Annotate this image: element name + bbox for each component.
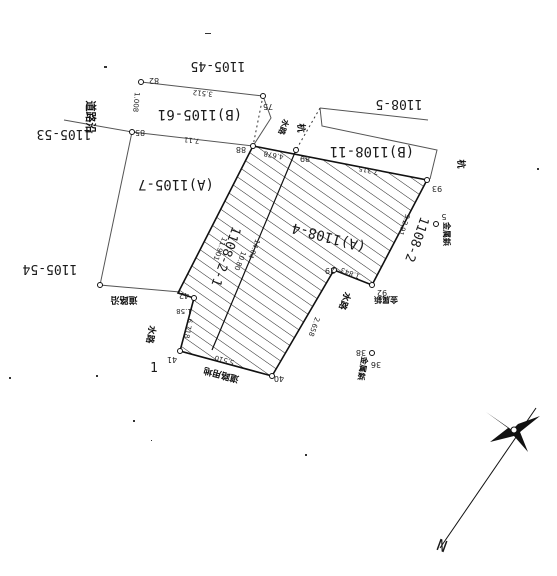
road-top-left-label: 道路沿 xyxy=(84,101,98,134)
label-point-75: 75 xyxy=(263,102,273,111)
label-point-42: 42 xyxy=(179,291,189,300)
outer-boundaries xyxy=(63,81,438,293)
point-29 xyxy=(331,267,337,273)
point-42 xyxy=(191,295,197,301)
dist-10: 2.658 xyxy=(307,316,321,338)
label-point-29: 29 xyxy=(325,266,335,275)
label-point-5: 5 xyxy=(441,212,446,221)
north-arrow: N xyxy=(434,407,540,556)
label-point-93: 93 xyxy=(432,184,442,193)
north-label: N xyxy=(434,535,450,556)
right-road-label: 水路 xyxy=(336,291,354,313)
road-bottom-left-label: 道路沿 xyxy=(110,294,137,306)
internal-divider xyxy=(211,149,297,351)
dist-5: 7.315 xyxy=(358,164,379,176)
dotted-lines xyxy=(252,95,321,151)
point-82 xyxy=(138,79,144,85)
point-92 xyxy=(369,282,375,288)
dist-8: 6.718 xyxy=(182,318,193,339)
point-41 xyxy=(177,348,183,354)
point-88 xyxy=(250,143,256,149)
boundary-1108-11 xyxy=(319,107,438,180)
label-point-92: 92 xyxy=(377,288,387,297)
point-number-labels: 82 75 85 88 89 93 29 92 38 40 41 42 5 36 xyxy=(135,76,447,383)
point-5 xyxy=(433,221,439,227)
parcel-1105-54: 1105-54 xyxy=(22,261,77,276)
dist-3: 7.11 xyxy=(184,135,200,145)
label-point-36: 36 xyxy=(371,360,381,369)
parcel-a1105-7: (A)1105-7 xyxy=(138,176,214,192)
point-36 xyxy=(369,350,375,356)
parcel-b1105-61: (B)1105-61 xyxy=(158,106,242,122)
label-point-88: 88 xyxy=(236,145,246,154)
kanamono-5-label: 金属鋲 xyxy=(442,221,452,246)
kanamono-92-label: 金属鋲 xyxy=(374,295,399,305)
dist-2: 3.512 xyxy=(192,88,213,98)
scan-specks xyxy=(9,33,539,456)
kanamono-36-label: 金属鋲 xyxy=(356,355,370,381)
dist-7: 1.58 xyxy=(176,307,192,315)
dist-1: 1.008 xyxy=(131,92,141,113)
label-point-85: 85 xyxy=(135,128,145,137)
point-75 xyxy=(260,93,266,99)
point-85 xyxy=(129,129,135,135)
point-93 xyxy=(424,177,430,183)
marker-right-label: 杭 xyxy=(455,159,467,168)
label-point-82: 82 xyxy=(149,76,159,85)
marker-top-label: 杭 xyxy=(295,123,307,132)
label-point-40: 40 xyxy=(274,374,284,383)
boundary-1105-53-line xyxy=(63,119,133,133)
boundary-1108-5-top xyxy=(319,107,429,121)
point-89 xyxy=(293,147,299,153)
bottom-road-label: 道路用地 xyxy=(202,364,240,385)
boundary-1105-61 xyxy=(131,81,272,147)
parcel-1: 1 xyxy=(150,361,158,376)
boundary-1105-7-left xyxy=(99,131,181,293)
parcel-1105-53: 1105-53 xyxy=(37,126,92,141)
label-point-89: 89 xyxy=(300,154,310,163)
point-45 xyxy=(97,282,103,288)
parcel-1108-5: 1108-5 xyxy=(376,96,423,111)
label-point-41: 41 xyxy=(167,355,177,364)
point-40 xyxy=(269,373,275,379)
label-point-38: 38 xyxy=(356,348,366,357)
parcel-b1108-11: (B)1108-11 xyxy=(330,143,414,159)
lower-left-label: 水路 xyxy=(143,325,158,346)
top-center-label: 水路 xyxy=(276,117,292,137)
parcel-1105-45: 1105-45 xyxy=(191,58,246,73)
point-markers xyxy=(97,79,439,379)
dist-4: 4.678 xyxy=(263,149,284,160)
